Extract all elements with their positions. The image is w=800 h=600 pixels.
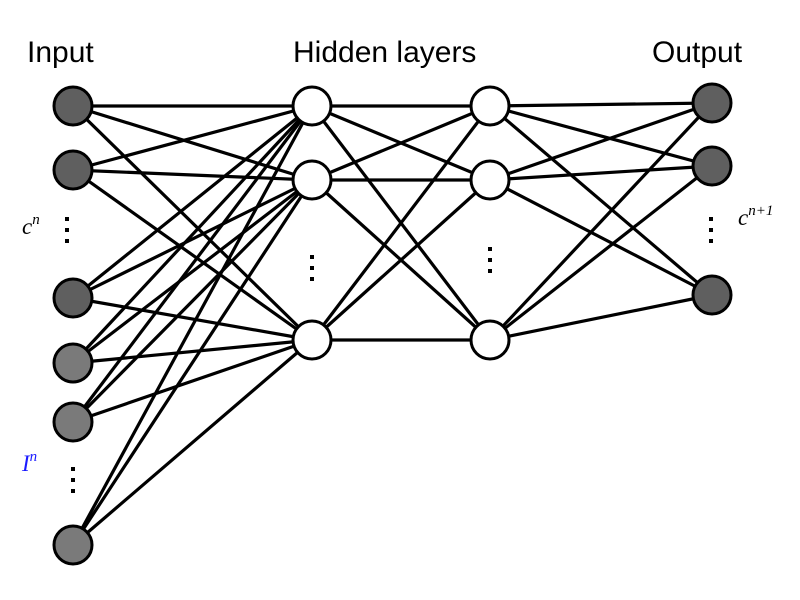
connection-line bbox=[310, 105, 492, 341]
state-input-neuron-input-2 bbox=[52, 149, 94, 191]
hidden-neuron-hidden-1-2 bbox=[291, 159, 333, 201]
state-output-label-sup: n+1 bbox=[748, 203, 773, 219]
forcing-input-label: In bbox=[21, 449, 37, 476]
ellipsis-dot-hidden-1 bbox=[310, 255, 314, 259]
state-input-label-base: c bbox=[22, 214, 32, 239]
output-neuron-output-3 bbox=[691, 274, 733, 316]
connection-line bbox=[489, 178, 713, 297]
forcing-input-label-base: I bbox=[21, 451, 31, 476]
connection-line bbox=[72, 178, 313, 365]
hidden-neuron-hidden-1-1 bbox=[291, 85, 333, 127]
ellipsis-dot-input-forcing bbox=[71, 478, 75, 482]
state-input-label: cn bbox=[22, 212, 40, 239]
output-neuron-output-2 bbox=[691, 145, 733, 187]
connection-line bbox=[71, 178, 314, 424]
forcing-input-label-sup: n bbox=[30, 449, 38, 465]
connection-line bbox=[71, 179, 314, 546]
connection-line bbox=[489, 164, 713, 182]
connection-line bbox=[71, 105, 314, 546]
ellipsis-dot-input-state bbox=[65, 228, 69, 232]
ellipsis-dot-output bbox=[709, 239, 713, 243]
connection-line bbox=[310, 178, 492, 342]
forcing-input-neuron-input-5 bbox=[52, 401, 94, 443]
hidden-neuron-hidden-2-2 bbox=[469, 159, 511, 201]
connection-line bbox=[71, 104, 314, 365]
ellipsis-dot-input-state bbox=[65, 217, 69, 221]
connection-line bbox=[72, 178, 313, 300]
ellipsis-dot-hidden-1 bbox=[310, 277, 314, 281]
input-layer-title: Input bbox=[27, 36, 94, 69]
connection-lines bbox=[71, 101, 714, 547]
connection-line bbox=[489, 293, 713, 342]
neuron-nodes bbox=[52, 82, 733, 566]
ellipsis-dot-input-state bbox=[65, 239, 69, 243]
hidden-neuron-hidden-2-1 bbox=[469, 85, 511, 127]
hidden-neuron-hidden-1-3 bbox=[291, 319, 333, 361]
connection-line bbox=[489, 104, 713, 168]
connection-line bbox=[71, 105, 314, 423]
ellipsis-marks bbox=[65, 217, 713, 493]
hidden-neuron-hidden-2-3 bbox=[469, 319, 511, 361]
connection-line bbox=[72, 338, 313, 365]
forcing-input-neuron-input-6 bbox=[52, 524, 94, 566]
ellipsis-dot-input-forcing bbox=[71, 467, 75, 471]
connection-line bbox=[489, 164, 713, 342]
connection-line bbox=[71, 104, 314, 300]
state-input-label-sup: n bbox=[32, 212, 40, 228]
connection-line bbox=[71, 338, 314, 547]
state-input-neuron-input-3 bbox=[52, 277, 94, 319]
connection-line bbox=[72, 104, 313, 182]
connection-line bbox=[72, 296, 313, 342]
connection-line bbox=[72, 104, 313, 172]
hidden-layers-title: Hidden layers bbox=[293, 36, 476, 69]
connection-line bbox=[311, 104, 491, 182]
ellipsis-dot-hidden-2 bbox=[488, 269, 492, 273]
ellipsis-dot-hidden-2 bbox=[488, 247, 492, 251]
ellipsis-dot-hidden-1 bbox=[310, 266, 314, 270]
state-output-label-base: c bbox=[738, 205, 748, 230]
connection-line bbox=[489, 101, 713, 182]
connection-line bbox=[489, 101, 713, 108]
ellipsis-dot-hidden-2 bbox=[488, 258, 492, 262]
output-layer-title: Output bbox=[652, 36, 743, 69]
connection-line bbox=[72, 338, 313, 424]
output-neuron-output-1 bbox=[691, 82, 733, 124]
ellipsis-dot-output bbox=[709, 217, 713, 221]
ellipsis-dot-input-forcing bbox=[71, 489, 75, 493]
connection-line bbox=[72, 168, 313, 342]
forcing-input-neuron-input-4 bbox=[52, 342, 94, 384]
connection-line bbox=[488, 101, 714, 342]
state-input-neuron-input-1 bbox=[52, 85, 94, 127]
connection-line bbox=[488, 104, 714, 297]
state-output-label: cn+1 bbox=[738, 203, 773, 230]
ellipsis-dot-output bbox=[709, 228, 713, 232]
connection-line bbox=[71, 104, 314, 342]
